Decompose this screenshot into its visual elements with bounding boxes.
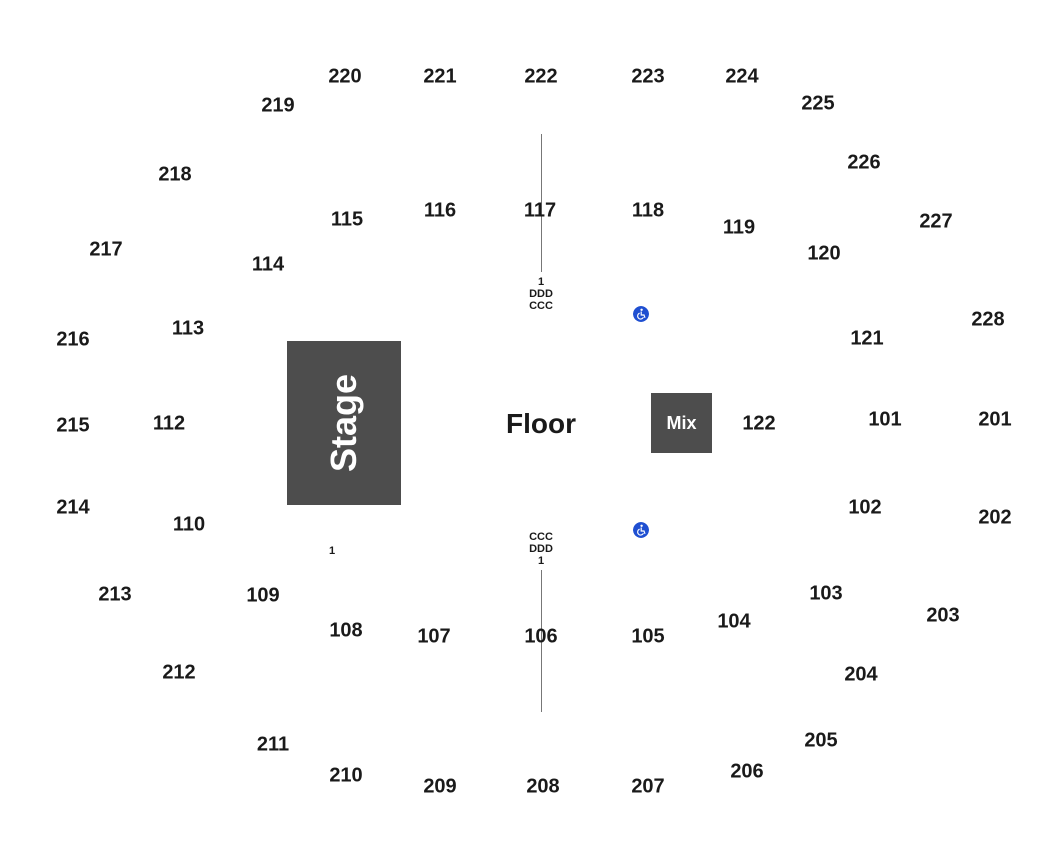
section-109[interactable]: 109 [246,584,280,607]
section-112[interactable]: 112 [152,412,186,435]
section-101[interactable]: 101 [868,408,902,431]
section-113[interactable]: 113 [171,317,205,340]
section-222[interactable]: 222 [524,65,558,88]
section-103[interactable]: 103 [809,582,843,605]
section-206[interactable]: 206 [730,760,764,783]
floor-rows-bottom: CCC DDD 1 [529,531,553,567]
section-221[interactable]: 221 [423,65,457,88]
wheelchair-icon [633,522,649,538]
stage-block: Stage [287,341,401,505]
row-label: 1 [537,555,545,567]
section-207[interactable]: 207 [631,775,665,798]
section-120[interactable]: 120 [807,242,841,265]
section-209[interactable]: 209 [423,775,457,798]
section-202[interactable]: 202 [978,506,1012,529]
section-228[interactable]: 228 [971,308,1005,331]
section-211[interactable]: 211 [256,733,290,756]
row-label: CCC [529,300,553,312]
row-label: DDD [529,543,553,555]
section-215[interactable]: 215 [56,414,90,437]
section-118[interactable]: 118 [631,199,665,222]
section-220[interactable]: 220 [328,65,362,88]
section-218[interactable]: 218 [158,163,192,186]
section-227[interactable]: 227 [919,210,953,233]
section-108[interactable]: 108 [329,619,363,642]
section-213[interactable]: 213 [98,583,132,606]
section-104[interactable]: 104 [717,610,751,633]
section-114[interactable]: 114 [251,253,285,276]
section-115[interactable]: 115 [330,208,364,231]
stage-label: Stage [323,373,364,473]
section-205[interactable]: 205 [804,729,838,752]
section-122[interactable]: 122 [742,412,776,435]
floor-rows-top: 1 DDD CCC [529,276,553,312]
section-204[interactable]: 204 [844,663,878,686]
section-224[interactable]: 224 [725,65,759,88]
row-label: DDD [529,288,553,300]
aisle-line-bottom [541,570,542,712]
floor-label[interactable]: Floor [506,408,576,439]
section-102[interactable]: 102 [848,496,882,519]
section-117[interactable]: 117 [523,199,557,222]
section-106[interactable]: 106 [524,625,558,648]
row-label: CCC [529,531,553,543]
section-210[interactable]: 210 [329,764,363,787]
aisle-line-top [541,134,542,272]
section-223[interactable]: 223 [631,65,665,88]
section-219[interactable]: 219 [261,94,295,117]
section-105[interactable]: 105 [631,625,665,648]
wheelchair-icon [633,306,649,322]
section-216[interactable]: 216 [56,328,90,351]
stage-row-label: 1 [328,545,336,557]
section-226[interactable]: 226 [847,151,881,174]
section-225[interactable]: 225 [801,92,835,115]
mix-booth: Mix [651,393,712,453]
section-110[interactable]: 110 [172,513,206,536]
section-203[interactable]: 203 [926,604,960,627]
section-116[interactable]: 116 [423,199,457,222]
section-217[interactable]: 217 [89,238,123,261]
section-212[interactable]: 212 [162,661,196,684]
row-label: 1 [537,276,545,288]
section-107[interactable]: 107 [417,625,451,648]
section-201[interactable]: 201 [978,408,1012,431]
section-214[interactable]: 214 [56,496,90,519]
section-121[interactable]: 121 [850,327,884,350]
section-119[interactable]: 119 [722,216,756,239]
section-208[interactable]: 208 [526,775,560,798]
